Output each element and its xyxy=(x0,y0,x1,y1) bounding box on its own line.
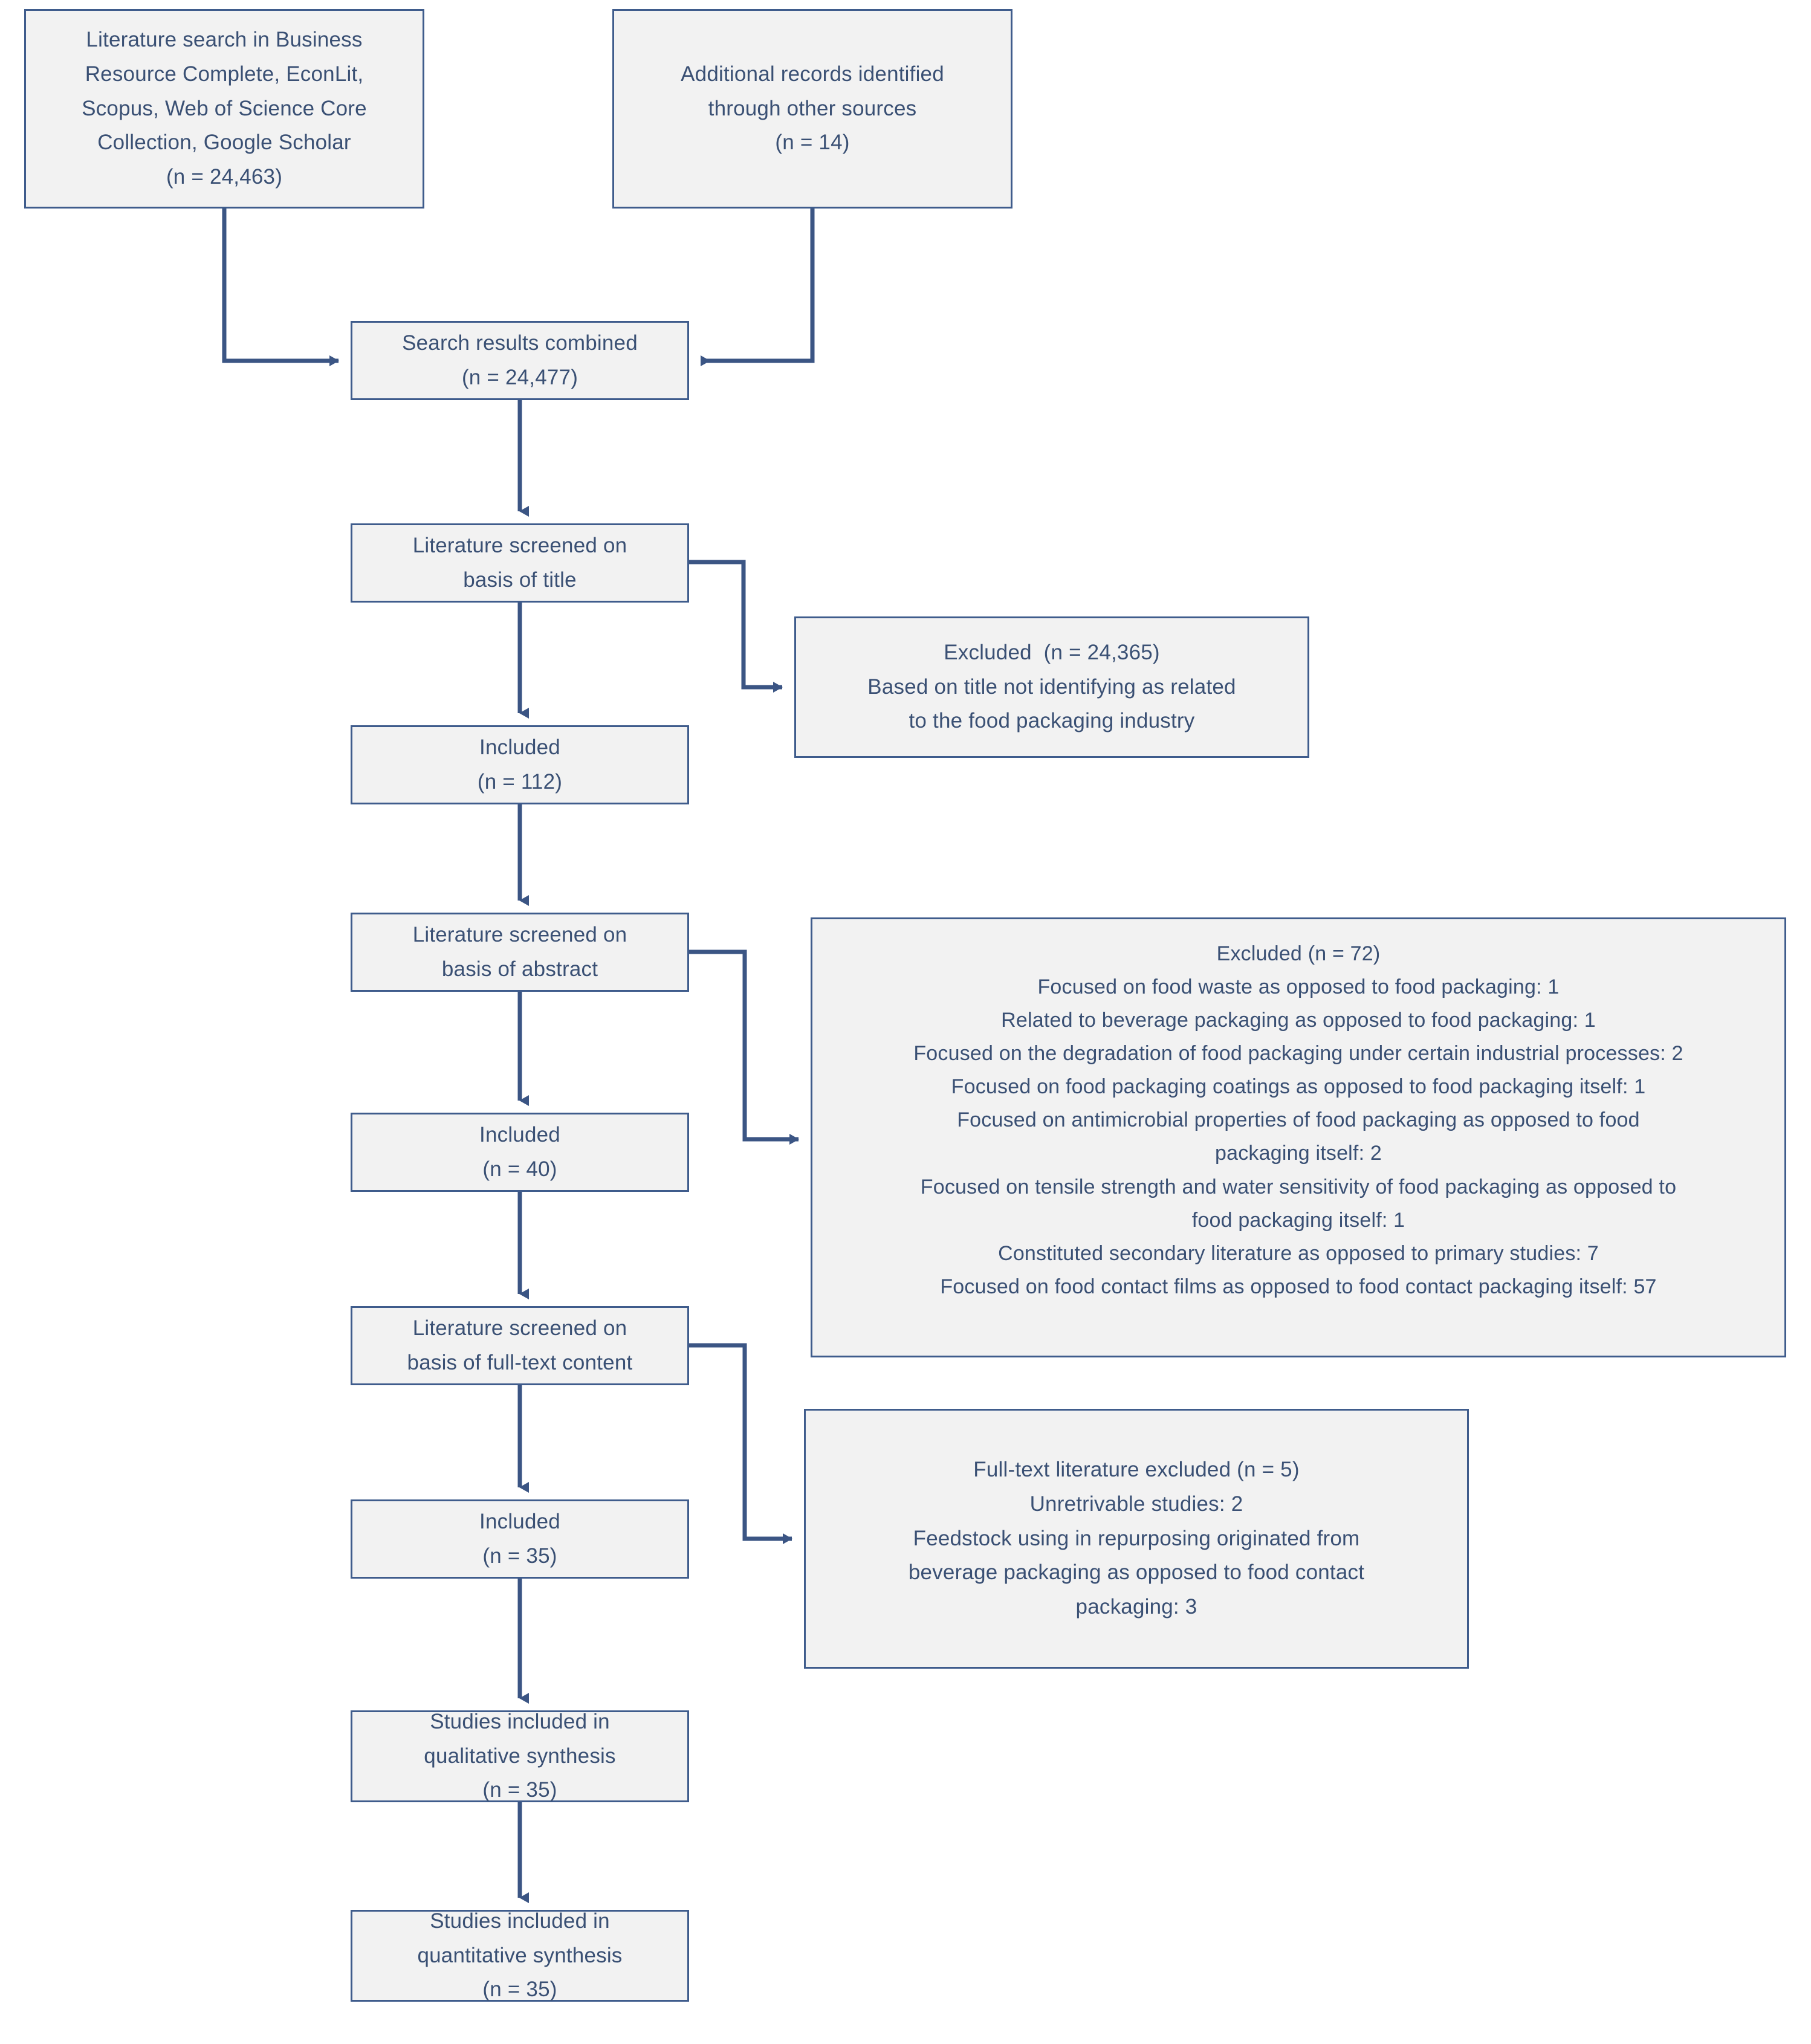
node-excluded-on-abstract[interactable]: Excluded (n = 72) Focused on food waste … xyxy=(811,917,1786,1357)
node-line-count: (n = 14) xyxy=(775,131,850,155)
edge-sources-to-combined xyxy=(222,209,339,366)
edge-screen-title-to-excluded xyxy=(689,560,783,693)
node-line: Literature screened on xyxy=(412,1316,627,1340)
node-additional-records[interactable]: Additional records identified through ot… xyxy=(612,9,1012,209)
node-line-count: Excluded (n = 72) xyxy=(1216,942,1381,965)
node-line: Collection, Google Scholar xyxy=(97,131,351,155)
node-line: Focused on antimicrobial properties of f… xyxy=(957,1108,1640,1132)
node-line: Resource Complete, EconLit, xyxy=(85,62,364,86)
node-included-40[interactable]: Included (n = 40) xyxy=(351,1113,689,1192)
node-line: beverage packaging as opposed to food co… xyxy=(908,1560,1365,1585)
node-screened-on-full-text[interactable]: Literature screened on basis of full-tex… xyxy=(351,1306,689,1385)
node-search-results-combined[interactable]: Search results combined (n = 24,477) xyxy=(351,321,689,400)
node-line: Constituted secondary literature as oppo… xyxy=(998,1241,1599,1265)
node-line-count: (n = 35) xyxy=(482,1978,557,2002)
edge-screen-abstract-to-excluded-72 xyxy=(689,949,799,1145)
node-line: Focused on tensile strength and water se… xyxy=(920,1175,1677,1198)
node-quantitative-synthesis[interactable]: Studies included in quantitative synthes… xyxy=(351,1909,689,2002)
node-included-35[interactable]: Included (n = 35) xyxy=(351,1499,689,1579)
node-line: food packaging itself: 1 xyxy=(1191,1208,1405,1232)
node-line: through other sources xyxy=(708,96,917,120)
node-line: basis of title xyxy=(463,568,577,592)
node-line: Scopus, Web of Science Core xyxy=(82,96,367,120)
node-line: Unretrivable studies: 2 xyxy=(1029,1492,1243,1516)
node-line: Related to beverage packaging as opposed… xyxy=(1001,1009,1596,1032)
node-line-count: Full-text literature excluded (n = 5) xyxy=(973,1458,1300,1482)
node-line: packaging itself: 2 xyxy=(1215,1142,1382,1165)
node-line: Literature screened on xyxy=(412,533,627,557)
node-line: Feedstock using in repurposing originate… xyxy=(913,1526,1360,1550)
node-qualitative-synthesis[interactable]: Studies included in qualitative synthesi… xyxy=(351,1710,689,1802)
node-line: Additional records identified xyxy=(681,62,944,86)
node-excluded-full-text[interactable]: Full-text literature excluded (n = 5) Un… xyxy=(804,1409,1469,1669)
node-line: Focused on food packaging coatings as op… xyxy=(951,1075,1646,1099)
node-line: Focused on food waste as opposed to food… xyxy=(1037,975,1560,999)
node-line: quantitative synthesis xyxy=(417,1943,623,1967)
node-screened-on-title[interactable]: Literature screened on basis of title xyxy=(351,523,689,603)
node-line: Search results combined xyxy=(402,331,638,355)
node-line: basis of full-text content xyxy=(407,1350,633,1374)
node-line: packaging: 3 xyxy=(1075,1595,1197,1619)
node-line: Focused on food contact films as opposed… xyxy=(940,1275,1657,1298)
node-line: qualitative synthesis xyxy=(424,1744,616,1768)
node-literature-search-sources[interactable]: Literature search in Business Resource C… xyxy=(24,9,424,209)
node-line: Focused on the degradation of food packa… xyxy=(913,1042,1683,1066)
node-line: Included xyxy=(479,1509,560,1533)
edge-additional-to-combined xyxy=(701,209,815,366)
node-excluded-on-title[interactable]: Excluded (n = 24,365) Based on title not… xyxy=(794,616,1309,758)
node-line: Included xyxy=(479,1122,560,1147)
node-line-count: (n = 24,477) xyxy=(461,365,578,389)
node-line-count: (n = 40) xyxy=(482,1157,557,1181)
node-line: Included xyxy=(479,735,560,759)
node-line: basis of abstract xyxy=(441,957,598,981)
edge-screen-fulltext-to-excluded-fulltext xyxy=(689,1343,792,1544)
node-screened-on-abstract[interactable]: Literature screened on basis of abstract xyxy=(351,913,689,992)
node-line-count: (n = 112) xyxy=(477,769,563,794)
node-line: Studies included in xyxy=(430,1709,610,1733)
node-included-112[interactable]: Included (n = 112) xyxy=(351,725,689,804)
node-line: Literature screened on xyxy=(412,922,627,946)
node-line: Literature search in Business xyxy=(86,28,363,52)
node-line: Studies included in xyxy=(430,1909,610,1933)
node-line-count: Excluded (n = 24,365) xyxy=(944,640,1160,664)
node-line-count: (n = 35) xyxy=(482,1544,557,1568)
node-line-count: (n = 35) xyxy=(482,1778,557,1802)
node-line-count: (n = 24,463) xyxy=(166,165,283,189)
node-line: Based on title not identifying as relate… xyxy=(867,674,1236,699)
node-line: to the food packaging industry xyxy=(909,709,1195,733)
